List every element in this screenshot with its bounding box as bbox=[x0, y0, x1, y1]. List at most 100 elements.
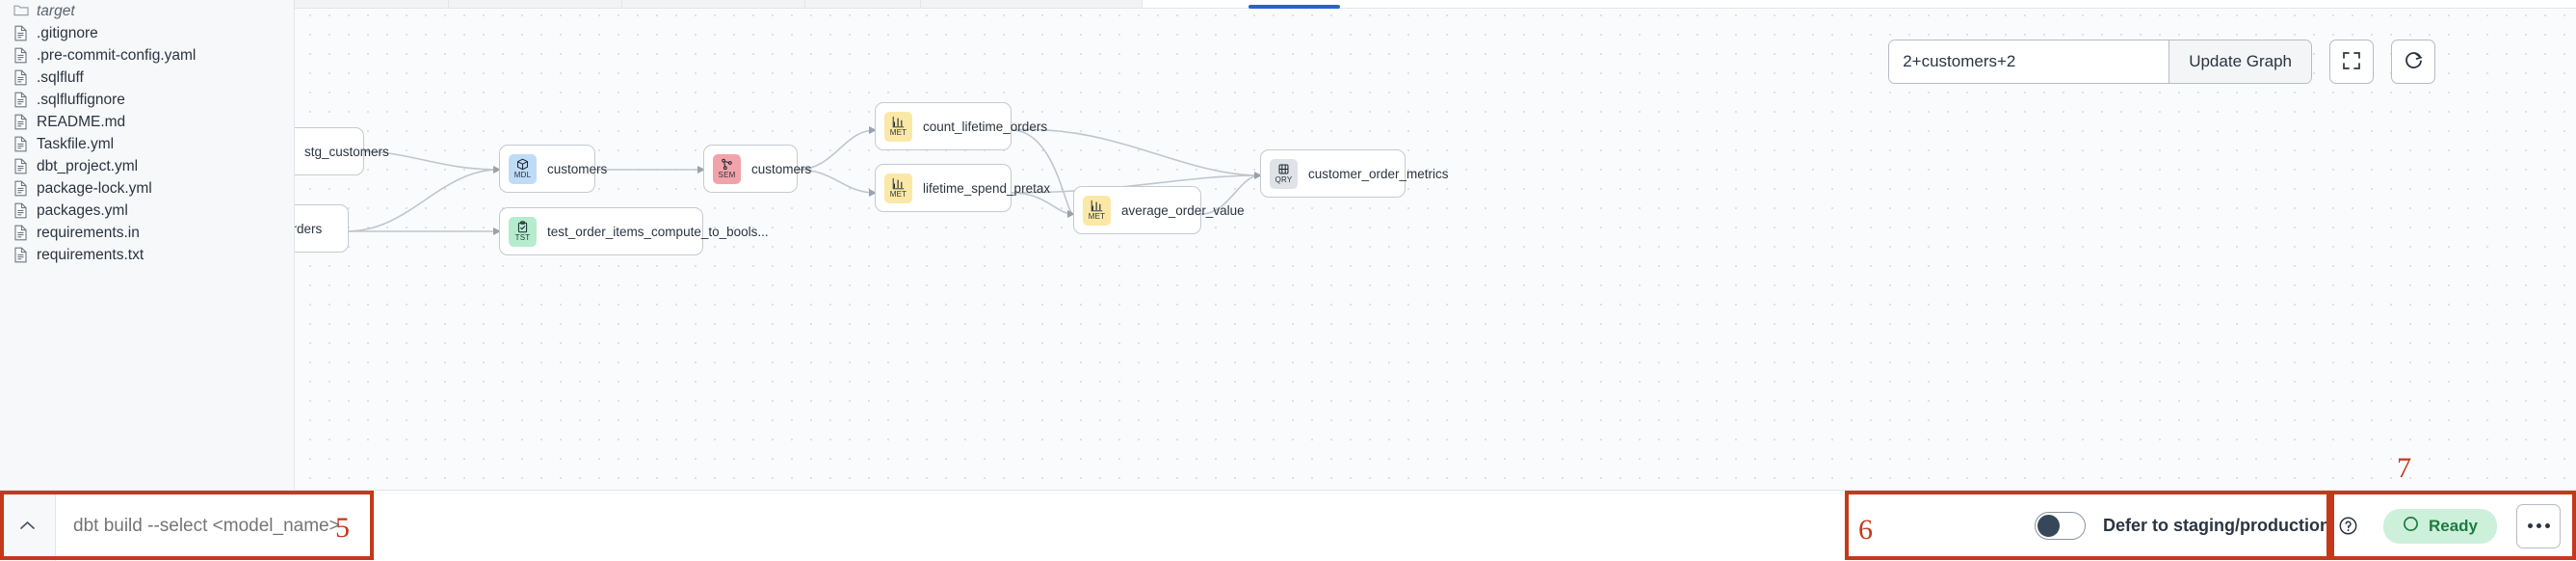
tab-ghost-2[interactable] bbox=[449, 0, 622, 8]
lineage-graph-canvas[interactable]: MDLstg_customersMDLorders MDL customersTST… bbox=[295, 0, 2576, 490]
chevron-up-icon bbox=[19, 516, 36, 537]
graph-node-count_lifetime_orders[interactable]: MET count_lifetime_orders bbox=[875, 102, 1047, 150]
file-list-item[interactable]: README.md bbox=[0, 111, 294, 133]
clipboard-check-icon bbox=[516, 221, 529, 233]
graph-node-lifetime_spend_pretax[interactable]: MET lifetime_spend_pretax bbox=[875, 164, 1050, 212]
graph-toolbar: Update Graph bbox=[1888, 40, 2435, 84]
tab-ghost-1[interactable] bbox=[295, 0, 449, 8]
node-type-badge: MET bbox=[1083, 195, 1111, 226]
update-graph-button[interactable]: Update Graph bbox=[2169, 40, 2311, 83]
file-list: target .gitignore .pre-commit-config.yaml.… bbox=[0, 0, 294, 266]
node-type-tag: MET bbox=[889, 190, 907, 199]
file-icon bbox=[13, 180, 28, 197]
node-type-tag: TST bbox=[514, 233, 531, 242]
file-icon bbox=[13, 92, 28, 108]
file-list-item[interactable]: .sqlfluff bbox=[0, 67, 294, 89]
file-name-label: .gitignore bbox=[37, 24, 98, 41]
graph-node-customers_sem[interactable]: SEM customers bbox=[703, 145, 811, 193]
file-name-label: README.md bbox=[37, 113, 126, 130]
file-icon bbox=[13, 136, 28, 152]
node-type-badge: TST bbox=[509, 216, 537, 247]
file-icon bbox=[13, 114, 28, 130]
node-type-badge: MET bbox=[884, 173, 912, 203]
defer-toggle[interactable] bbox=[2034, 512, 2086, 540]
bottom-command-bar: Defer to staging/production Ready bbox=[0, 490, 2576, 561]
file-name-label: requirements.in bbox=[37, 224, 140, 241]
file-list-item[interactable]: requirements.in bbox=[0, 222, 294, 244]
node-label: count_lifetime_orders bbox=[923, 119, 1048, 134]
file-list-item[interactable]: .sqlfluffignore bbox=[0, 89, 294, 111]
file-icon bbox=[13, 158, 28, 174]
command-input[interactable] bbox=[56, 491, 518, 561]
status-badge[interactable]: Ready bbox=[2382, 508, 2497, 544]
node-label: average_order_value bbox=[1121, 202, 1245, 218]
file-icon bbox=[13, 69, 28, 86]
file-name-label: Taskfile.yml bbox=[37, 135, 115, 152]
graph-node-stg_orders[interactable]: MDLorders bbox=[295, 204, 349, 253]
fit-view-icon bbox=[2341, 50, 2362, 74]
active-tab-indicator bbox=[1249, 5, 1340, 9]
defer-toggle-knob bbox=[2037, 515, 2060, 537]
graph-selector-input[interactable] bbox=[1889, 40, 2169, 83]
node-type-tag: QRY bbox=[1275, 175, 1293, 184]
graph-query-group: Update Graph bbox=[1888, 40, 2312, 84]
query-icon bbox=[1277, 163, 1290, 175]
semantic-icon bbox=[721, 158, 733, 171]
node-label: test_order_items_compute_to_bools... bbox=[547, 224, 769, 239]
node-type-tag: MET bbox=[1088, 212, 1106, 221]
node-type-badge: QRY bbox=[1270, 158, 1298, 189]
ellipsis-icon-dot-3 bbox=[2544, 523, 2550, 528]
file-list-item[interactable]: target bbox=[0, 0, 294, 22]
bar-chart-icon bbox=[1091, 200, 1103, 212]
ellipsis-icon-dot-2 bbox=[2536, 523, 2541, 528]
file-name-label: target bbox=[37, 2, 75, 19]
node-type-badge: MET bbox=[884, 111, 912, 142]
file-icon bbox=[13, 225, 28, 241]
file-name-label: package-lock.yml bbox=[37, 179, 152, 197]
node-label: stg_customers bbox=[304, 144, 389, 159]
editor-tab-strip[interactable] bbox=[295, 0, 2576, 9]
file-list-item[interactable]: requirements.txt bbox=[0, 244, 294, 266]
file-name-label: packages.yml bbox=[37, 201, 128, 219]
file-list-item[interactable]: Taskfile.yml bbox=[0, 133, 294, 155]
graph-node-customers_mdl[interactable]: MDL customers bbox=[499, 145, 607, 193]
help-circle-icon[interactable] bbox=[2338, 516, 2358, 536]
file-name-label: dbt_project.yml bbox=[37, 157, 139, 174]
file-name-label: .sqlfluffignore bbox=[37, 91, 125, 108]
tab-ghost-4[interactable] bbox=[805, 0, 921, 8]
file-name-label: .sqlfluff bbox=[37, 68, 84, 86]
circle-icon bbox=[2403, 516, 2419, 537]
file-icon bbox=[13, 202, 28, 219]
graph-node-test_order_items[interactable]: TST test_order_items_compute_to_bools... bbox=[499, 207, 769, 255]
file-list-item[interactable]: .pre-commit-config.yaml bbox=[0, 44, 294, 67]
file-icon bbox=[13, 47, 28, 64]
bar-chart-icon bbox=[892, 177, 905, 190]
graph-node-customer_order_metrics[interactable]: QRY customer_order_metrics bbox=[1260, 149, 1449, 198]
node-type-badge: SEM bbox=[713, 153, 741, 184]
more-options-button[interactable] bbox=[2516, 503, 2561, 548]
file-list-item[interactable]: dbt_project.yml bbox=[0, 155, 294, 177]
node-label: customer_order_metrics bbox=[1308, 166, 1449, 181]
bar-chart-icon bbox=[892, 116, 905, 128]
refresh-graph-button[interactable] bbox=[2391, 40, 2435, 84]
node-type-badge: MDL bbox=[509, 153, 537, 184]
tab-ghost-5[interactable] bbox=[921, 0, 1143, 8]
file-list-item[interactable]: .gitignore bbox=[0, 22, 294, 44]
node-label: lifetime_spend_pretax bbox=[923, 180, 1051, 196]
fit-view-button[interactable] bbox=[2329, 40, 2374, 84]
graph-node-stg_customers[interactable]: MDLstg_customers bbox=[295, 127, 389, 175]
file-list-item[interactable]: packages.yml bbox=[0, 200, 294, 222]
file-icon bbox=[13, 25, 28, 41]
collapse-panel-button[interactable] bbox=[0, 491, 56, 561]
file-explorer-panel[interactable]: target .gitignore .pre-commit-config.yaml.… bbox=[0, 0, 295, 490]
node-label: customers bbox=[751, 161, 812, 176]
graph-node-average_order_value[interactable]: MET average_order_value bbox=[1073, 186, 1245, 234]
node-label: orders bbox=[295, 221, 323, 236]
file-name-label: requirements.txt bbox=[37, 246, 145, 263]
defer-label: Defer to staging/production bbox=[2102, 516, 2330, 535]
ellipsis-icon-dot-1 bbox=[2527, 523, 2533, 528]
file-list-item[interactable]: package-lock.yml bbox=[0, 177, 294, 200]
tab-ghost-3[interactable] bbox=[622, 0, 805, 8]
node-label: customers bbox=[547, 161, 608, 176]
